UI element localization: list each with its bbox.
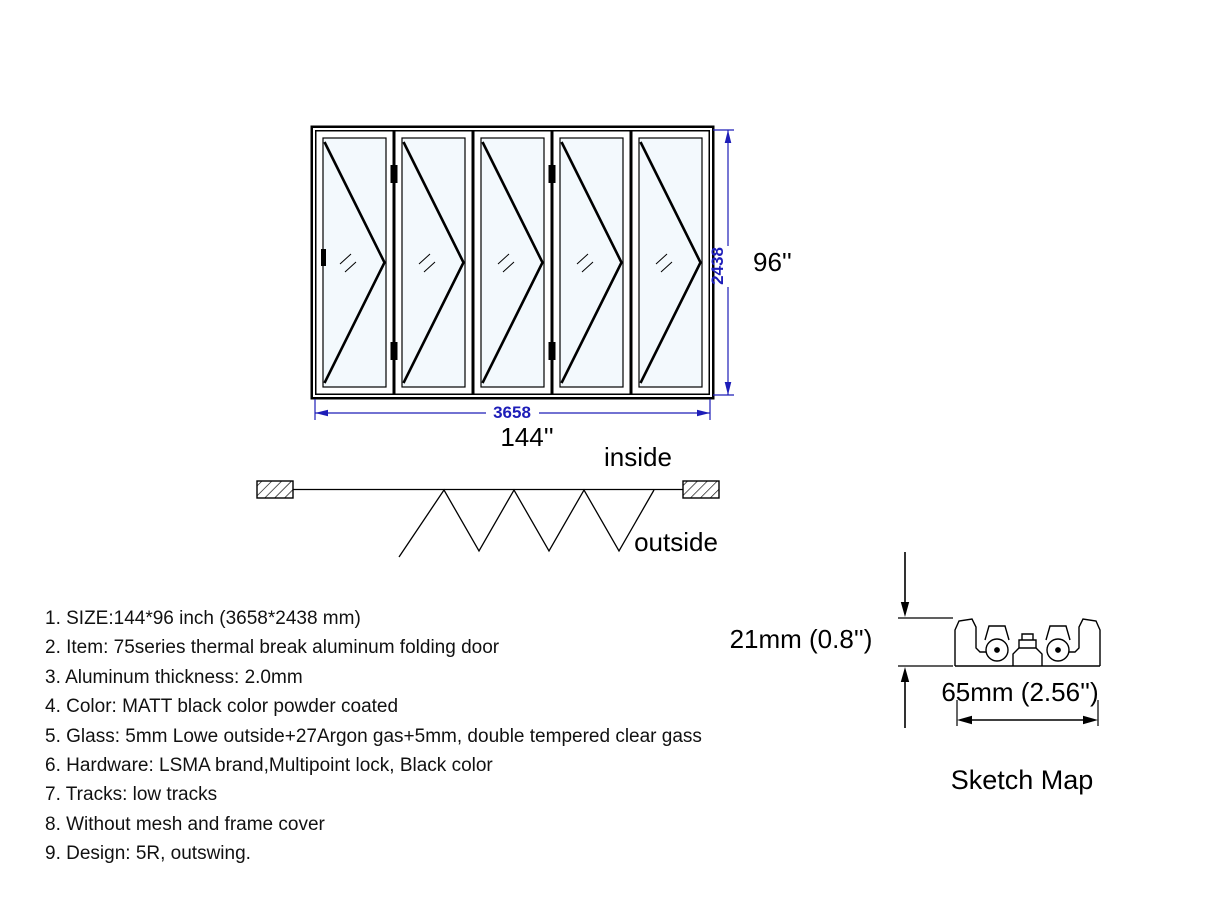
- spec-line: 3. Aluminum thickness: 2.0mm: [45, 666, 303, 688]
- folded-panels-zigzag: [398, 488, 655, 558]
- dim-width-mm: 3658: [493, 403, 531, 422]
- door-panel: [314, 129, 395, 396]
- door-frame: [310, 125, 715, 400]
- spec-line: 2. Item: 75series thermal break aluminum…: [45, 637, 500, 659]
- wall-hatch-right: [682, 480, 720, 499]
- label-outside: outside: [634, 527, 718, 557]
- spec-line: 4. Color: MATT black color powder coated: [45, 696, 399, 718]
- track-profile: [954, 618, 1101, 667]
- door-panel: [472, 129, 553, 396]
- spec-line: 7. Tracks: low tracks: [45, 784, 218, 806]
- spec-line: 6. Hardware: LSMA brand,Multipoint lock,…: [45, 755, 493, 777]
- wall-hatch-left: [256, 480, 294, 499]
- door-elevation: [310, 125, 715, 400]
- door-handle: [321, 249, 326, 266]
- plan-view: inside outside: [256, 442, 720, 558]
- specification-list: 1. SIZE:144*96 inch (3658*2438 mm) 2. It…: [45, 604, 702, 869]
- door-hinge: [548, 342, 556, 360]
- label-inside: inside: [604, 442, 672, 472]
- sketch-width-label: 65mm (2.56''): [941, 677, 1098, 707]
- label-height-inches: 96'': [753, 247, 792, 277]
- roller-wheel: [1046, 638, 1070, 662]
- label-width-inches: 144'': [500, 422, 553, 452]
- roller-wheel: [985, 638, 1009, 662]
- sketch-map-title: Sketch Map: [951, 765, 1094, 795]
- spec-line: 1. SIZE:144*96 inch (3658*2438 mm): [45, 608, 361, 629]
- dim-height-mm: 2438: [708, 247, 727, 285]
- door-hinge: [548, 165, 556, 183]
- door-hinge: [390, 342, 398, 360]
- door-panel: [393, 129, 474, 396]
- spec-line: 8. Without mesh and frame cover: [45, 813, 325, 835]
- sketch-height-label: 21mm (0.8''): [730, 624, 873, 654]
- door-panel: [630, 129, 711, 396]
- spec-line: 5. Glass: 5mm Lowe outside+27Argon gas+5…: [45, 725, 702, 747]
- door-hinge: [390, 165, 398, 183]
- door-panel: [551, 129, 632, 396]
- spec-line: 9. Design: 5R, outswing.: [45, 843, 251, 865]
- elevation-dimensions: 3658 2438: [314, 129, 734, 422]
- track-section-sketch: 21mm (0.8'') 65mm (2.56'') Ske: [730, 552, 1101, 795]
